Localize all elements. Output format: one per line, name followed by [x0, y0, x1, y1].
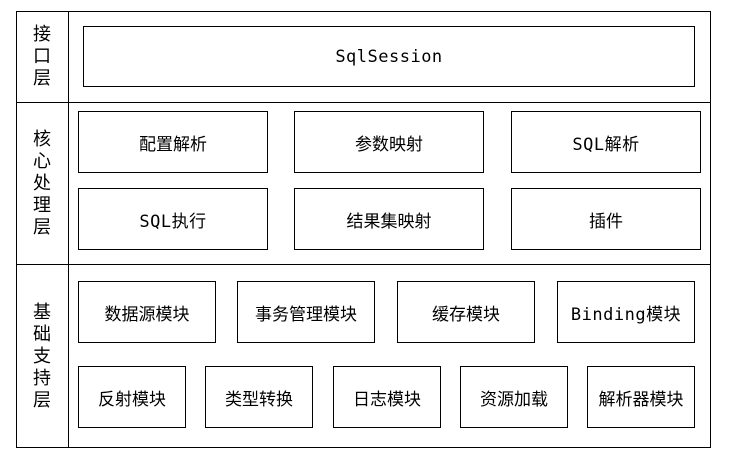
foundation-layer-label: 基 础 支 持 层	[33, 301, 51, 411]
module-resultset-mapping: 结果集映射	[294, 188, 484, 250]
module-datasource: 数据源模块	[78, 281, 216, 343]
layer-divider-2	[16, 264, 711, 265]
module-binding: Binding模块	[557, 281, 695, 343]
module-sqlsession: SqlSession	[83, 26, 695, 87]
module-transaction-management: 事务管理模块	[237, 281, 375, 343]
module-sql-execution: SQL执行	[78, 188, 268, 250]
module-cache: 缓存模块	[397, 281, 535, 343]
module-parser: 解析器模块	[587, 366, 695, 428]
module-type-conversion: 类型转换	[205, 366, 313, 428]
architecture-frame	[16, 11, 711, 448]
interface-layer-label: 接 口 层	[33, 23, 51, 89]
module-logging: 日志模块	[333, 366, 441, 428]
module-plugin: 插件	[511, 188, 701, 250]
module-reflection: 反射模块	[78, 366, 186, 428]
module-config-parsing: 配置解析	[78, 111, 268, 173]
module-sql-parsing: SQL解析	[511, 111, 701, 173]
label-column-divider	[68, 11, 69, 448]
module-parameter-mapping: 参数映射	[294, 111, 484, 173]
core-layer-label: 核 心 处 理 层	[33, 128, 51, 238]
module-resource-loading: 资源加载	[460, 366, 568, 428]
layer-divider-1	[16, 102, 711, 103]
